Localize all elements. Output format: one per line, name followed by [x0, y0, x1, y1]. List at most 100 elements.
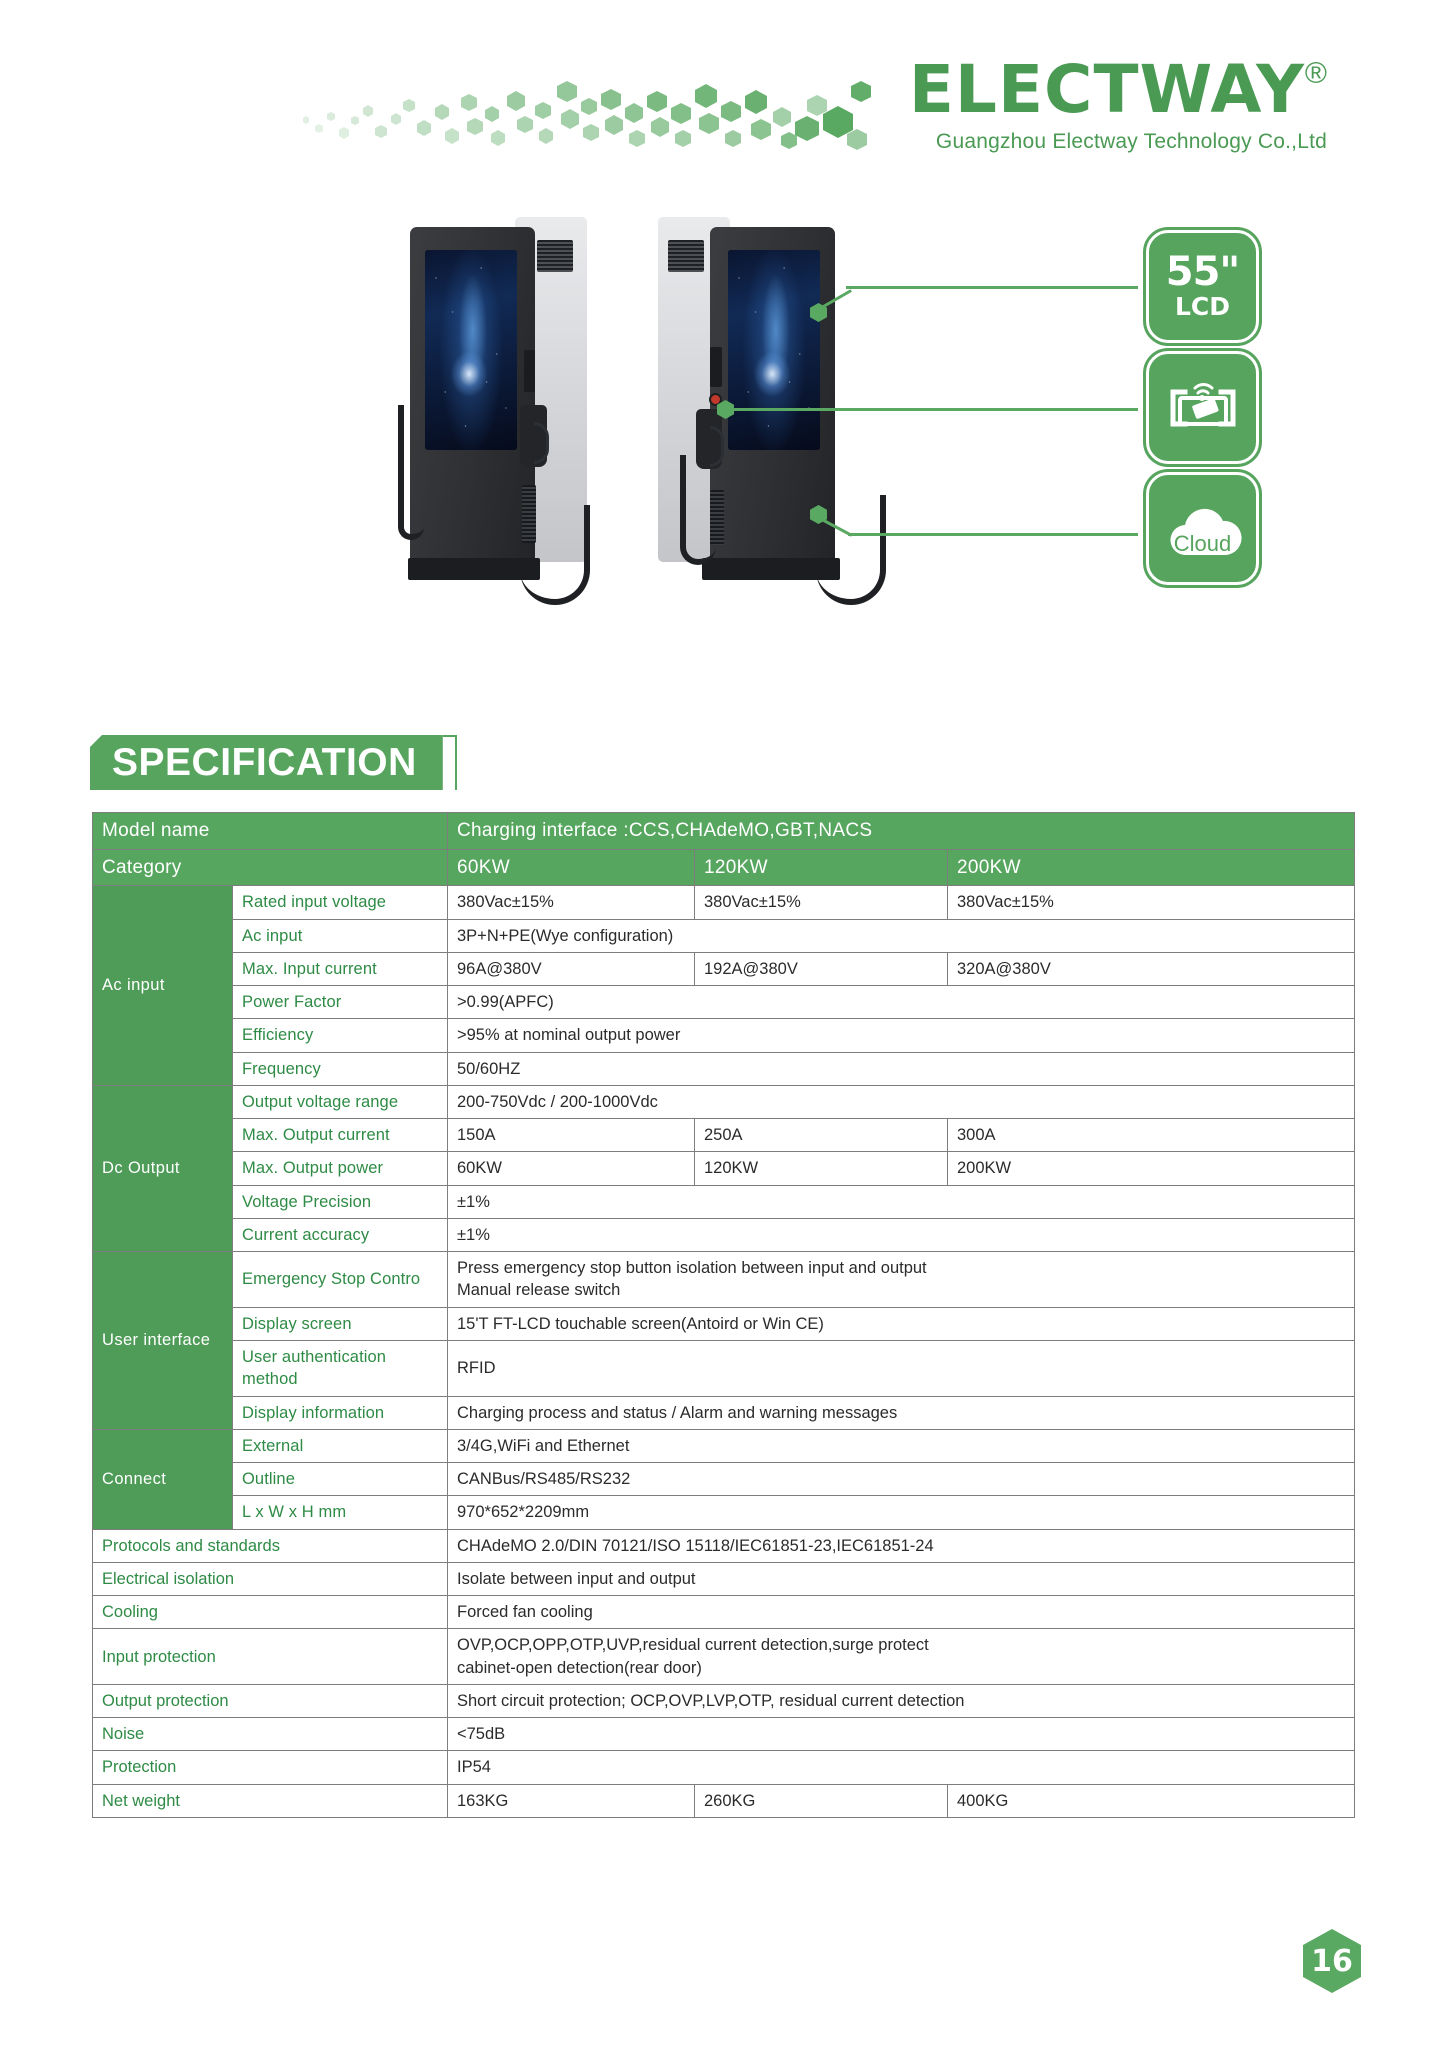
badge-lcd-size: 55"	[1165, 248, 1241, 295]
row-value-2: 120KW	[694, 1151, 948, 1186]
category-label: Category	[92, 848, 448, 887]
charger-unit-left	[398, 205, 650, 605]
charging-cable-output-2	[816, 495, 886, 605]
row-label: Display screen	[232, 1306, 448, 1342]
screen-stars-2	[728, 250, 820, 450]
row-value: Press emergency stop button isolation be…	[446, 1251, 1356, 1308]
row-label: Max. Input current	[232, 951, 448, 987]
row-value: 15'T FT-LCD touchable screen(Antoird or …	[446, 1306, 1356, 1342]
row-value-1: 150A	[447, 1118, 695, 1153]
row-label: L x W x H mm	[232, 1495, 448, 1530]
row-label: Protocols and standards	[92, 1528, 448, 1563]
table-row: Voltage Precision±1%	[93, 1184, 1356, 1219]
section-title: SPECIFICATION	[90, 735, 443, 790]
lcd-screen	[425, 250, 517, 450]
badge-lcd-label: LCD	[1174, 291, 1231, 321]
category-column-3: 200KW	[946, 848, 1356, 887]
row-value-3: 200KW	[946, 1151, 1356, 1186]
top-vent	[537, 240, 573, 272]
row-value: 200-750Vdc / 200-1000Vdc	[446, 1084, 1356, 1120]
badge-cloud: Cloud	[1146, 472, 1259, 585]
row-value: 3P+N+PE(Wye configuration)	[446, 918, 1356, 953]
charger-unit-right	[640, 205, 900, 605]
row-label: Max. Output current	[232, 1118, 448, 1153]
table-row: Noise<75dB	[92, 1717, 1356, 1752]
row-value: RFID	[446, 1340, 1356, 1397]
group-label-user-interface: User interface	[92, 1251, 233, 1430]
row-value: 3/4G,WiFi and Ethernet	[446, 1428, 1356, 1464]
row-label: Emergency Stop Contro	[232, 1251, 448, 1308]
registered-trademark-icon: ®	[1304, 57, 1327, 90]
row-label: Power Factor	[232, 985, 448, 1020]
row-value-3: 380Vac±15%	[946, 885, 1356, 920]
row-label: Noise	[92, 1717, 448, 1752]
cloud-icon	[1170, 508, 1242, 556]
row-value-2: 250A	[694, 1118, 948, 1153]
callout-dot-rfid	[717, 400, 734, 419]
badge-screen-size: 55" LCD	[1146, 230, 1259, 343]
row-label: Protection	[92, 1750, 448, 1785]
badge-rfid	[1146, 351, 1259, 464]
row-label: Frequency	[232, 1051, 448, 1086]
charger-base	[408, 558, 540, 580]
row-label: Display information	[232, 1395, 448, 1430]
section-title-tail	[442, 735, 457, 790]
row-value: >0.99(APFC)	[446, 985, 1356, 1020]
row-value-1: 96A@380V	[447, 951, 695, 987]
row-label: Voltage Precision	[232, 1184, 448, 1219]
row-label: External	[232, 1428, 448, 1464]
row-value: CANBus/RS485/RS232	[446, 1462, 1356, 1497]
product-hero: 55" LCD Cloud	[0, 205, 1445, 675]
row-label: Output voltage range	[232, 1084, 448, 1120]
row-label: Outline	[232, 1462, 448, 1497]
lcd-screen-2	[728, 250, 820, 450]
model-name-value: Charging interface :CCS,CHAdeMO,GBT,NACS	[446, 812, 1356, 850]
row-value-1: 163KG	[447, 1783, 695, 1818]
brand-block: ELECTWAY® Guangzhou Electway Technology …	[909, 52, 1327, 154]
row-value-3: 320A@380V	[946, 951, 1356, 987]
row-label: User authentication method	[232, 1340, 448, 1397]
row-value-3: 400KG	[946, 1783, 1356, 1818]
rfid-reader-slot	[524, 350, 535, 392]
row-label: Efficiency	[232, 1018, 448, 1053]
table-row: Current accuracy±1%	[93, 1217, 1356, 1253]
badge-cloud-label: Cloud	[1173, 530, 1232, 556]
row-value: 50/60HZ	[446, 1051, 1356, 1086]
charging-cable-output	[520, 505, 590, 605]
rfid-reader-slot-2	[710, 347, 722, 387]
row-label: Electrical isolation	[92, 1561, 448, 1597]
row-value-2: 260KG	[694, 1783, 948, 1818]
row-value: CHAdeMO 2.0/DIN 70121/ISO 15118/IEC61851…	[446, 1528, 1356, 1563]
charger-base-2	[702, 558, 840, 580]
row-label: Rated input voltage	[232, 885, 448, 920]
specification-title-block: SPECIFICATION	[90, 735, 457, 790]
row-label: Net weight	[92, 1783, 448, 1818]
row-value: OVP,OCP,OPP,OTP,UVP,residual current det…	[446, 1628, 1356, 1685]
row-label: Max. Output power	[232, 1151, 448, 1186]
row-label: Input protection	[92, 1628, 448, 1685]
callout-line-cloud	[848, 533, 1138, 536]
page-header: ELECTWAY® Guangzhou Electway Technology …	[0, 0, 1445, 200]
row-value: <75dB	[446, 1717, 1356, 1752]
table-row: Power Factor>0.99(APFC)	[93, 985, 1356, 1020]
rfid-card-icon	[1170, 382, 1235, 426]
row-value: Isolate between input and output	[446, 1561, 1356, 1597]
hexagon-decoration	[303, 81, 871, 150]
category-column-2: 120KW	[694, 848, 948, 887]
emergency-stop-button[interactable]	[709, 393, 722, 406]
